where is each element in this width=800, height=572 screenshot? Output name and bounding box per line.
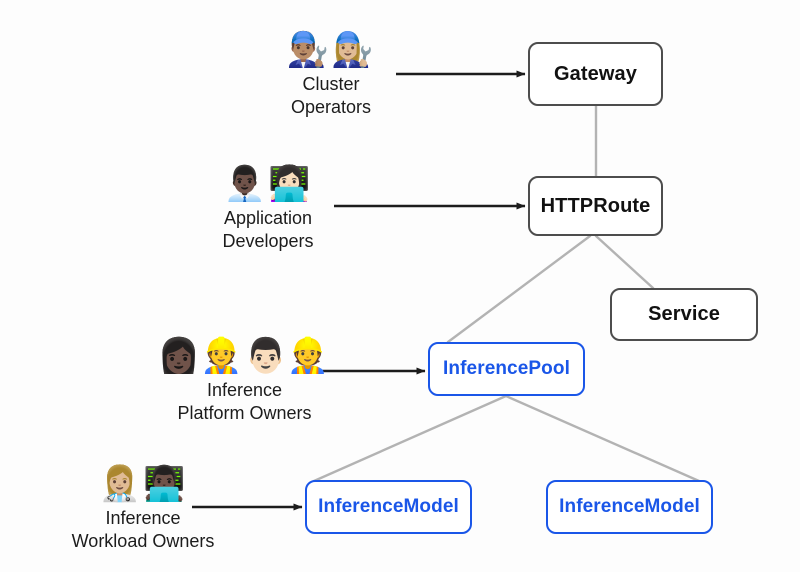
node-gateway-label: Gateway [554, 62, 637, 85]
node-service[interactable]: Service [610, 288, 758, 341]
persona-cluster-operators-label: Cluster Operators [290, 74, 372, 117]
persona-cluster-operators: 👨🏽‍🔧👩🏼‍🔧 Cluster Operators [258, 30, 404, 119]
node-inferencepool-label: InferencePool [443, 358, 570, 379]
edge-inferencepool-model-left [312, 394, 508, 483]
node-inferencemodel-right[interactable]: InferenceModel [546, 480, 713, 534]
persona-application-developers-label: Application Developers [222, 208, 314, 251]
edge-httproute-service [594, 234, 655, 290]
edge-inferencepool-model-right [504, 394, 701, 483]
health-worker-technologist-people-icon: 👩🏼‍⚕️👨🏿‍💻 [98, 465, 188, 503]
construction-worker-people-icon: 👩🏿‍👷👨🏻‍👷 [157, 337, 332, 375]
node-inferencemodel-right-label: InferenceModel [559, 496, 700, 517]
node-inferencepool[interactable]: InferencePool [428, 342, 585, 396]
node-httproute-label: HTTPRoute [540, 194, 651, 217]
node-inferencemodel-left-label: InferenceModel [318, 496, 459, 517]
node-gateway[interactable]: Gateway [528, 42, 663, 106]
persona-inference-platform-owners: 👩🏿‍👷👨🏻‍👷 Inference Platform Owners [152, 336, 337, 425]
persona-inference-workload-owners-label: Inference Workload Owners [71, 508, 215, 551]
office-worker-technologist-people-icon: 👨🏿‍💼👩🏻‍💻 [223, 165, 313, 203]
node-httproute[interactable]: HTTPRoute [528, 176, 663, 236]
persona-inference-workload-owners: 👩🏼‍⚕️👨🏿‍💻 Inference Workload Owners [48, 464, 238, 553]
node-service-label: Service [648, 303, 720, 325]
persona-application-developers: 👨🏿‍💼👩🏻‍💻 Application Developers [194, 164, 342, 253]
node-inferencemodel-left[interactable]: InferenceModel [305, 480, 472, 534]
mechanic-people-icon: 👨🏽‍🔧👩🏼‍🔧 [286, 31, 376, 69]
edge-httproute-inferencepool [446, 234, 592, 344]
persona-inference-platform-owners-label: Inference Platform Owners [177, 380, 312, 423]
